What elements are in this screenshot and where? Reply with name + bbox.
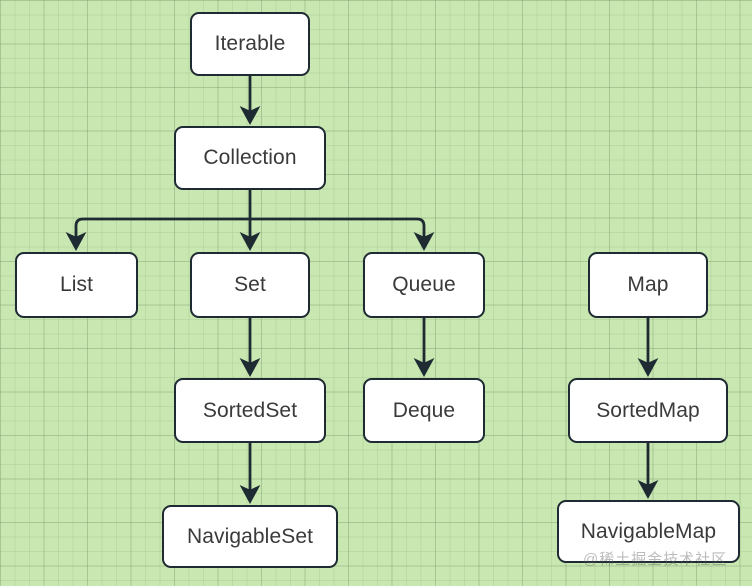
node-set[interactable]: Set bbox=[190, 252, 310, 318]
node-map[interactable]: Map bbox=[588, 252, 708, 318]
edge-collection-list bbox=[65, 217, 250, 252]
node-navigablemap[interactable]: NavigableMap bbox=[557, 500, 740, 563]
node-list[interactable]: List bbox=[15, 252, 138, 318]
node-navigableset[interactable]: NavigableSet bbox=[162, 505, 338, 568]
node-iterable[interactable]: Iterable bbox=[190, 12, 310, 76]
edge-collection-queue bbox=[250, 217, 435, 252]
node-collection[interactable]: Collection bbox=[174, 126, 326, 190]
node-queue[interactable]: Queue bbox=[363, 252, 485, 318]
node-sortedmap[interactable]: SortedMap bbox=[568, 378, 728, 443]
node-sortedset[interactable]: SortedSet bbox=[174, 378, 326, 443]
node-deque[interactable]: Deque bbox=[363, 378, 485, 443]
